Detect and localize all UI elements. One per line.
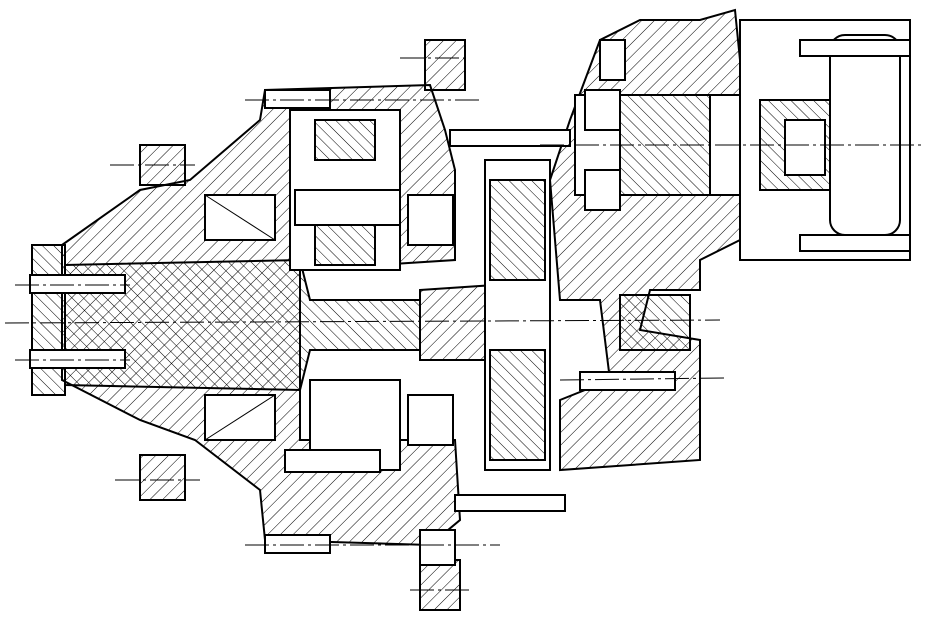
bearing-small-bottom	[407, 394, 454, 446]
mount-flange-bottom	[139, 454, 186, 501]
bearing-right-bottom	[584, 169, 621, 211]
centerlines	[4, 57, 925, 591]
bearing-small-top	[407, 194, 454, 246]
housing-right	[548, 8, 741, 472]
mount-lug-bottom	[419, 559, 461, 611]
output-hub	[419, 283, 496, 361]
input-flange	[31, 244, 66, 396]
output-pinion	[619, 294, 691, 351]
bearing-right-top	[584, 89, 621, 131]
mount-lug-top	[424, 39, 466, 91]
bolts	[29, 39, 911, 566]
